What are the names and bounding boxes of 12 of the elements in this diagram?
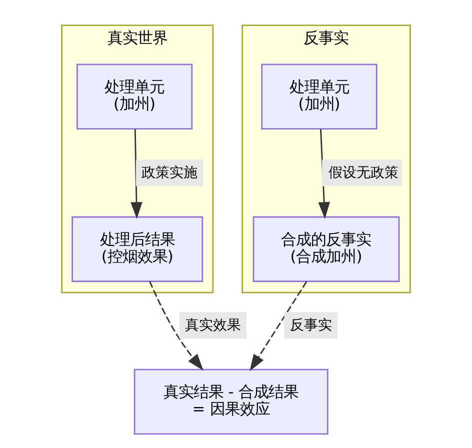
node-box: 处理后结果 (控烟效果) (72, 216, 204, 282)
arrow (130, 129, 142, 219)
node-box: 处理单元 (加州) (76, 64, 193, 130)
edge-label: 政策实施 (142, 165, 198, 182)
edge-label: 假设无政策 (328, 165, 398, 182)
arrow (149, 281, 204, 371)
arrow (250, 281, 308, 372)
node-box: 处理单元 (加州) (261, 64, 378, 130)
edge-label: 反事实 (290, 318, 332, 334)
edge-label: 真实效果 (184, 318, 241, 334)
node-box: 合成的反事实 (合成加州) (252, 216, 400, 282)
node-box: 真实结果 - 合成结果 = 因果效应 (134, 368, 328, 435)
